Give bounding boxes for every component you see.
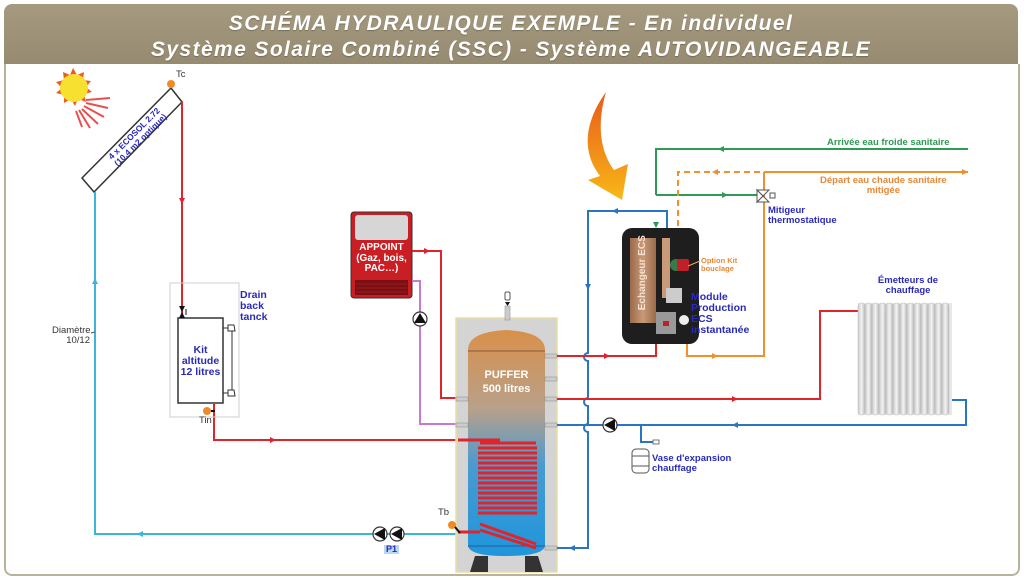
sensor-tin-label: Tin xyxy=(199,415,212,426)
expansion-vessel-label: Vase d'expansion chauffage xyxy=(652,454,731,474)
hot-water-line-2: mitigée xyxy=(866,184,900,196)
sensor-tb-icon xyxy=(448,521,456,529)
appoint-line-1: APPOINT xyxy=(359,242,404,253)
emitters-line-1: Émetteurs de xyxy=(877,275,939,286)
solar-pump-p1-icon xyxy=(372,526,405,542)
option-kit-line-1: Option Kit xyxy=(701,256,738,265)
solar-return-pipe xyxy=(94,192,458,535)
module-line-3: ECS xyxy=(691,313,713,326)
puffer-capacity: 500 litres xyxy=(482,383,531,396)
highlight-arrow-icon xyxy=(587,92,628,200)
module-line-2: Production xyxy=(691,302,747,315)
drainback-valve-icon xyxy=(179,306,187,318)
module-return-pipe xyxy=(557,210,668,549)
title-line-1: SCHÉMA HYDRAULIQUE EXEMPLE - En individu… xyxy=(228,12,794,35)
expansion-line-1: Vase d'expansion xyxy=(652,453,732,464)
heating-return-pipe xyxy=(557,399,967,443)
cold-water-inlet-pipe xyxy=(655,148,968,196)
ecs-module xyxy=(622,228,699,344)
kit-line-3: 12 litres xyxy=(180,366,221,379)
drainback-title-1: Drain xyxy=(240,289,267,301)
title-line-2: Système Solaire Combiné (SSC) - Système … xyxy=(151,38,871,61)
sensor-tc-icon xyxy=(167,80,175,88)
kit-line-1: Kit xyxy=(193,344,208,356)
heating-supply-pipe xyxy=(557,310,860,400)
module-line-1: Module xyxy=(691,291,728,303)
emitters-label: Émetteurs de chauffage xyxy=(868,276,948,296)
expansion-vessel-icon xyxy=(631,439,660,474)
appoint-pump-icon xyxy=(412,311,428,327)
recirculation-pipe xyxy=(677,171,760,230)
hot-water-outlet-label: Départ eau chaude sanitaire mitigée xyxy=(820,176,947,196)
module-line-4: instantanée xyxy=(691,324,750,337)
option-kit-label: Option Kit bouclage xyxy=(701,257,737,273)
emitters-line-2: chauffage xyxy=(885,284,931,296)
drainback-title-3: tanck xyxy=(240,311,268,324)
sensor-tin-icon xyxy=(203,407,211,415)
sensor-tc-label: Tc xyxy=(176,69,186,80)
drainback-enclosure xyxy=(169,282,240,418)
appoint-line-2: (Gaz, bois, xyxy=(356,252,407,264)
puffer-label: PUFFER 500 litres xyxy=(468,368,545,397)
appoint-line-3: PAC…) xyxy=(364,263,399,274)
cold-water-inlet-label: Arrivée eau froide sanitaire xyxy=(827,137,950,148)
pipe-diameter-value: 10/12 xyxy=(66,334,90,346)
thermostatic-mixer-icon xyxy=(755,188,776,204)
appoint-boiler xyxy=(350,211,413,299)
pipe-diameter-label: Diamètre 10/12 xyxy=(52,325,91,346)
expansion-line-2: chauffage xyxy=(652,462,697,474)
mixer-line-1: Mitigeur xyxy=(768,205,805,216)
exchanger-label: Echangeur ECS xyxy=(636,235,648,311)
pump-p1-label: P1 xyxy=(384,544,400,555)
drainback-tank xyxy=(177,317,224,404)
level-gauge xyxy=(223,324,236,397)
heating-pump-icon xyxy=(602,417,618,433)
appoint-label: APPOINT (Gaz, bois, PAC…) xyxy=(351,242,412,275)
pipe-diameter-title: Diamètre xyxy=(52,325,91,336)
solar-hot-pipe xyxy=(181,102,460,441)
solar-coil xyxy=(458,438,537,550)
kit-line-2: altitude xyxy=(181,355,220,368)
mixer-label: Mitigeur thermostatique xyxy=(768,206,837,226)
drainback-title: Drain back tanck xyxy=(240,289,268,324)
mixer-line-2: thermostatique xyxy=(768,214,837,226)
kit-altitude-label: Kit altitude 12 litres xyxy=(178,344,223,379)
hot-water-line-1: Départ eau chaude sanitaire xyxy=(820,175,947,186)
puffer-name: PUFFER xyxy=(484,369,529,381)
air-vent-icon xyxy=(504,291,511,306)
option-kit-line-2: bouclage xyxy=(701,263,734,273)
sun-icon xyxy=(56,68,111,129)
radiator xyxy=(857,302,952,416)
appoint-return-pipe xyxy=(412,280,460,425)
hot-water-outlet-pipe xyxy=(686,171,968,357)
drainback-title-2: back xyxy=(240,300,264,313)
title-banner: SCHÉMA HYDRAULIQUE EXEMPLE - En individu… xyxy=(4,4,1018,64)
module-label: Module Production ECS instantanée xyxy=(691,291,750,337)
sensor-tb-label: Tb xyxy=(438,507,450,518)
